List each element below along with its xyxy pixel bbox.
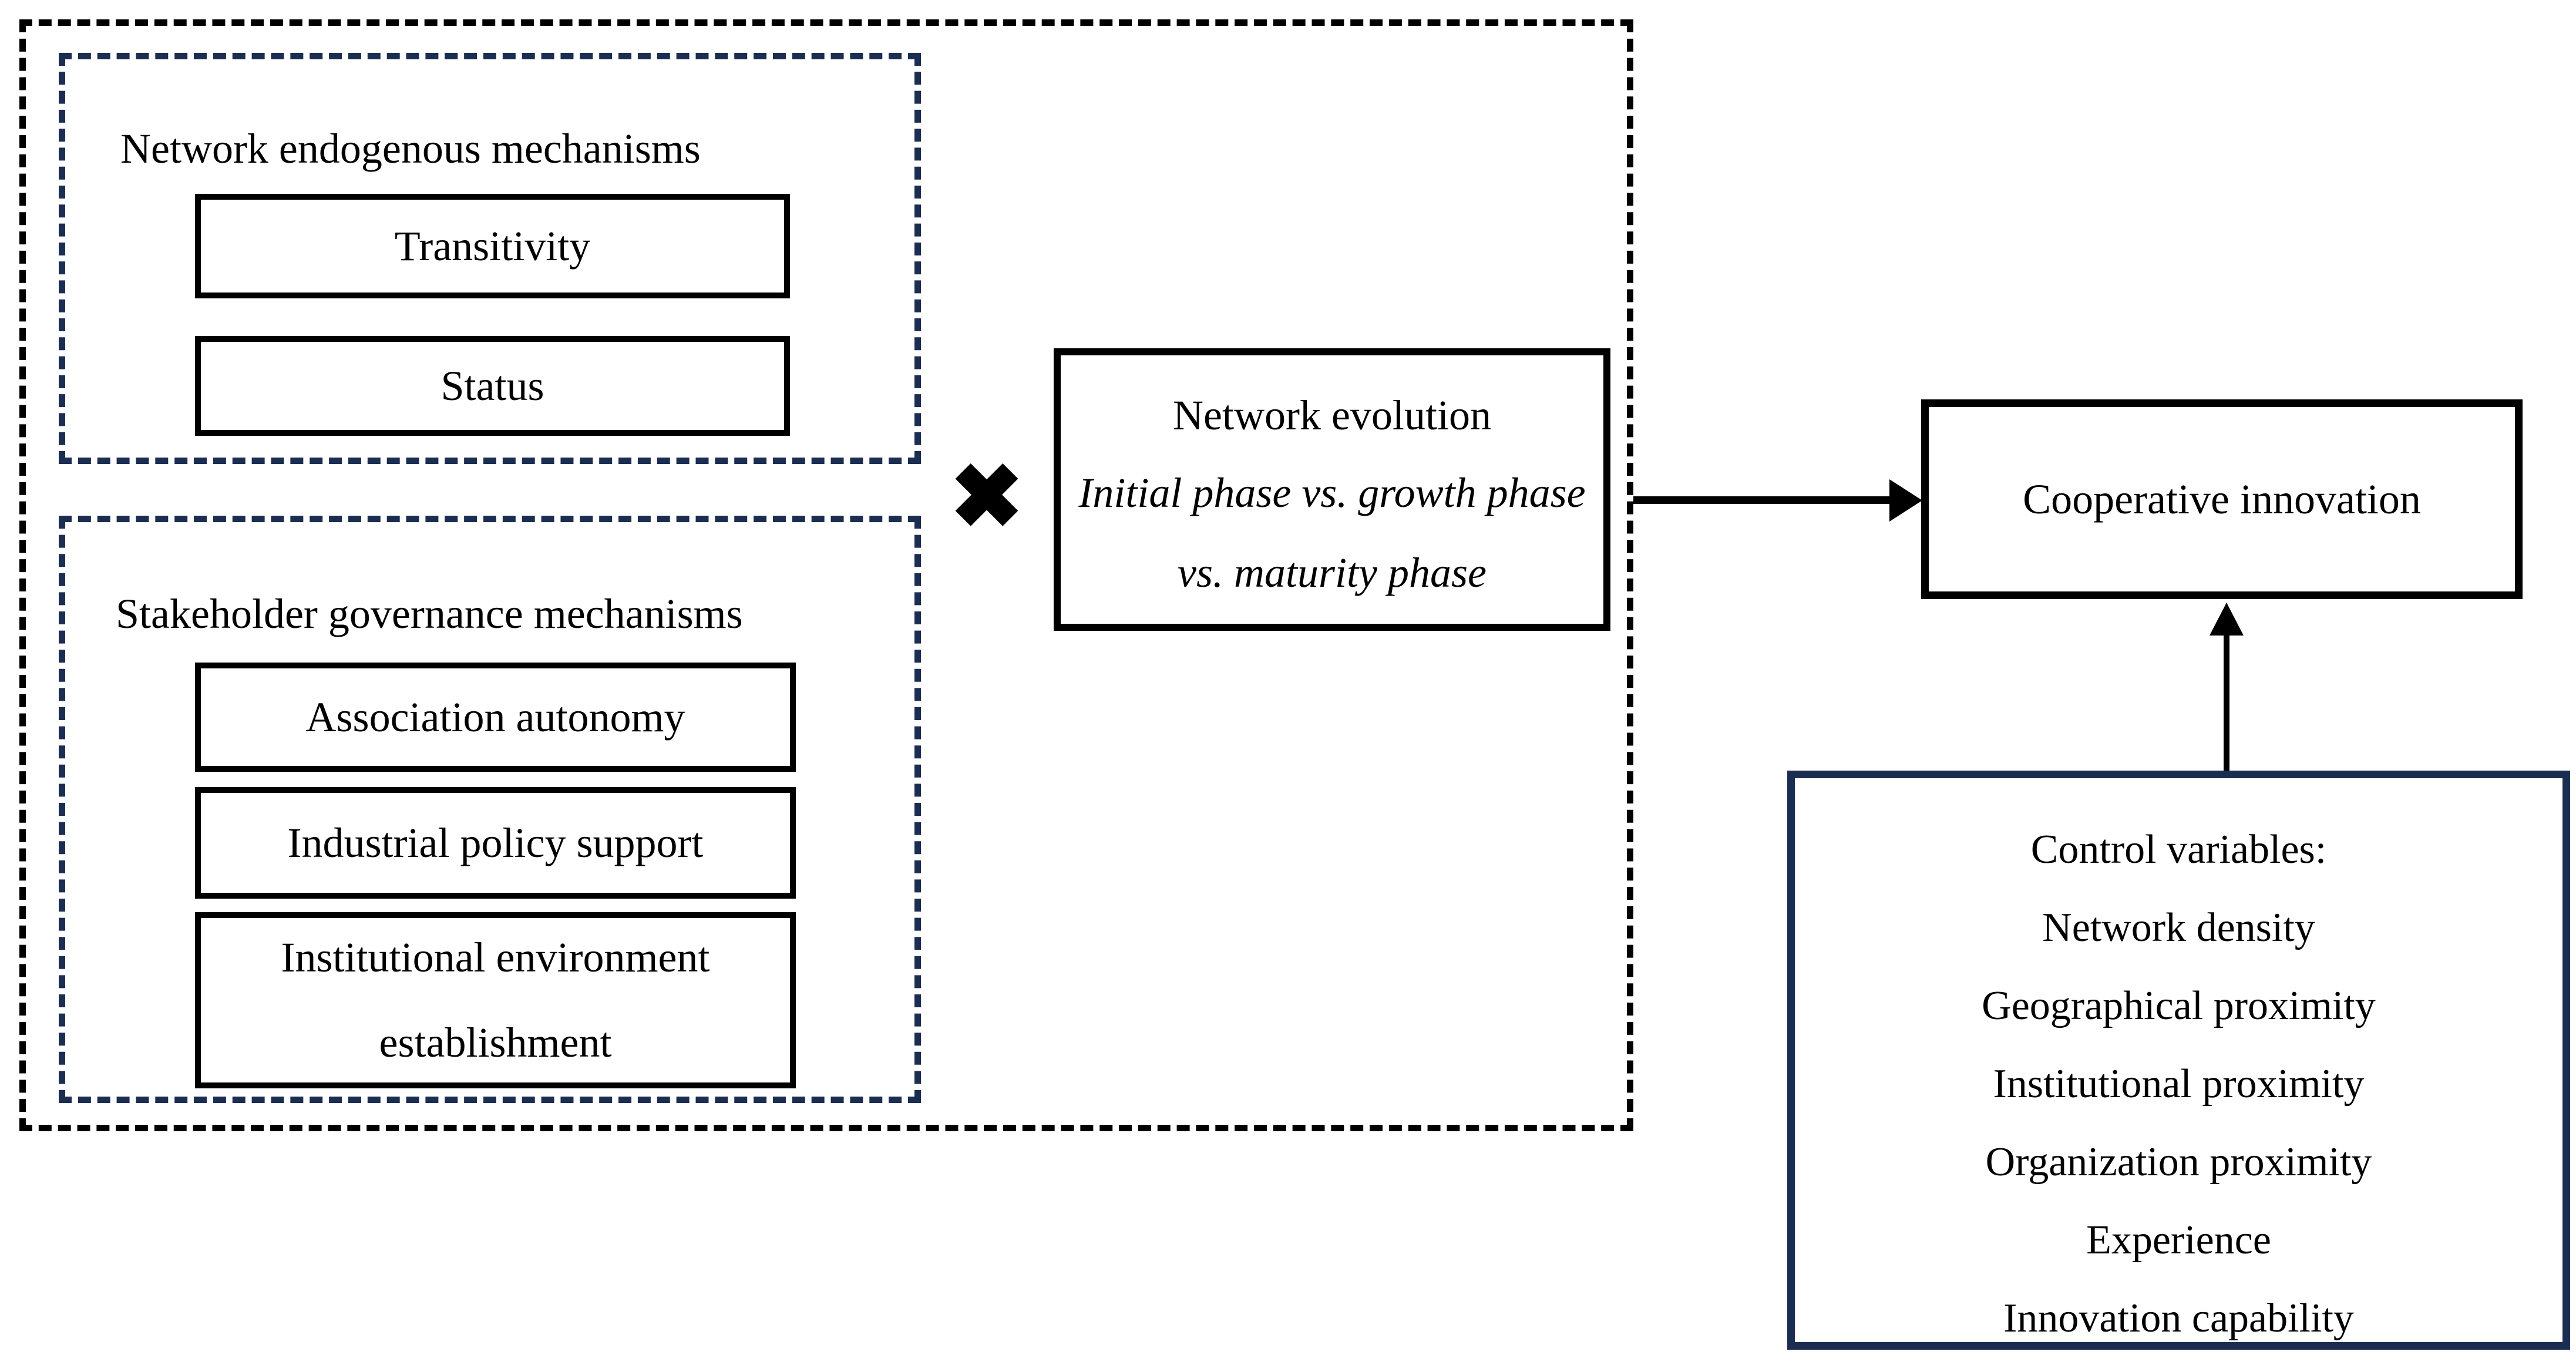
outer-dashed-boundary [19, 19, 1633, 1131]
control-variable-item: Experience [2086, 1218, 2271, 1263]
evolution-phase-line-1: Initial phase vs. growth phase [1078, 469, 1586, 516]
endogenous-group-title: Network endogenous mechanisms [120, 125, 701, 172]
interaction-x-icon: ✖ [950, 449, 1024, 546]
control-variables-box: Control variables: Network density Geogr… [1787, 771, 2570, 1350]
endogenous-mechanisms-group [59, 53, 921, 464]
network-evolution-box: Network evolution Initial phase vs. grow… [1054, 348, 1610, 631]
institutional-environment-box: Institutional environment establishment [195, 912, 796, 1088]
control-variable-item: Organization proximity [1985, 1139, 2372, 1185]
arrowhead-up-icon [2210, 603, 2244, 636]
control-variables-title: Control variables: [2030, 827, 2327, 872]
status-box: Status [195, 336, 790, 436]
control-variable-item: Innovation capability [2003, 1296, 2354, 1341]
arrowhead-right-icon [1889, 479, 1922, 522]
transitivity-box: Transitivity [195, 194, 790, 298]
industrial-policy-support-box: Industrial policy support [195, 787, 796, 899]
network-evolution-title: Network evolution [1173, 392, 1491, 439]
control-variable-item: Institutional proximity [1993, 1061, 2365, 1107]
arrow-shaft-controls-to-outcome [2224, 634, 2229, 771]
control-variable-item: Network density [2042, 905, 2315, 950]
governance-group-title: Stakeholder governance mechanisms [116, 590, 743, 637]
cooperative-innovation-box: Cooperative innovation [1921, 399, 2523, 599]
control-variable-item: Geographical proximity [1982, 983, 2376, 1028]
governance-mechanisms-group [59, 516, 921, 1103]
evolution-phase-line-2: vs. maturity phase [1178, 549, 1487, 596]
arrow-shaft-evolution-to-outcome [1633, 496, 1890, 504]
association-autonomy-box: Association autonomy [195, 663, 796, 772]
